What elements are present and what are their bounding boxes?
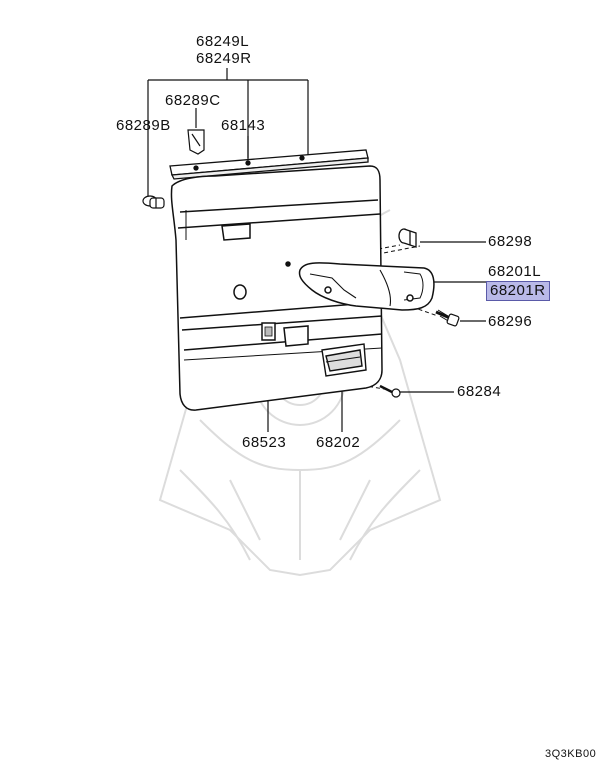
label-68289b: 68289B	[116, 117, 171, 134]
diagram-reference-code: 3Q3KB00	[545, 748, 597, 760]
clip-68289b-part	[142, 195, 165, 209]
label-68249l: 68249L	[196, 33, 250, 50]
screw-68284-part	[379, 384, 401, 398]
label-68284: 68284	[457, 383, 502, 400]
label-68201l: 68201L	[488, 263, 542, 280]
screw-68296-part	[435, 309, 460, 327]
pull-cup-part	[321, 343, 367, 377]
clip-68289c-part	[187, 129, 205, 155]
clip-68298-part	[398, 228, 417, 248]
label-68249r: 68249R	[196, 50, 252, 67]
label-68296: 68296	[488, 313, 533, 330]
label-68523: 68523	[242, 434, 287, 451]
armrest-handle-part	[298, 262, 435, 311]
label-68289c: 68289C	[165, 92, 221, 109]
belt-moulding-strip	[169, 149, 369, 180]
label-68143: 68143	[221, 117, 266, 134]
label-68201r-highlighted: 68201R	[486, 281, 550, 301]
label-68202: 68202	[316, 434, 361, 451]
label-68298: 68298	[488, 233, 533, 250]
